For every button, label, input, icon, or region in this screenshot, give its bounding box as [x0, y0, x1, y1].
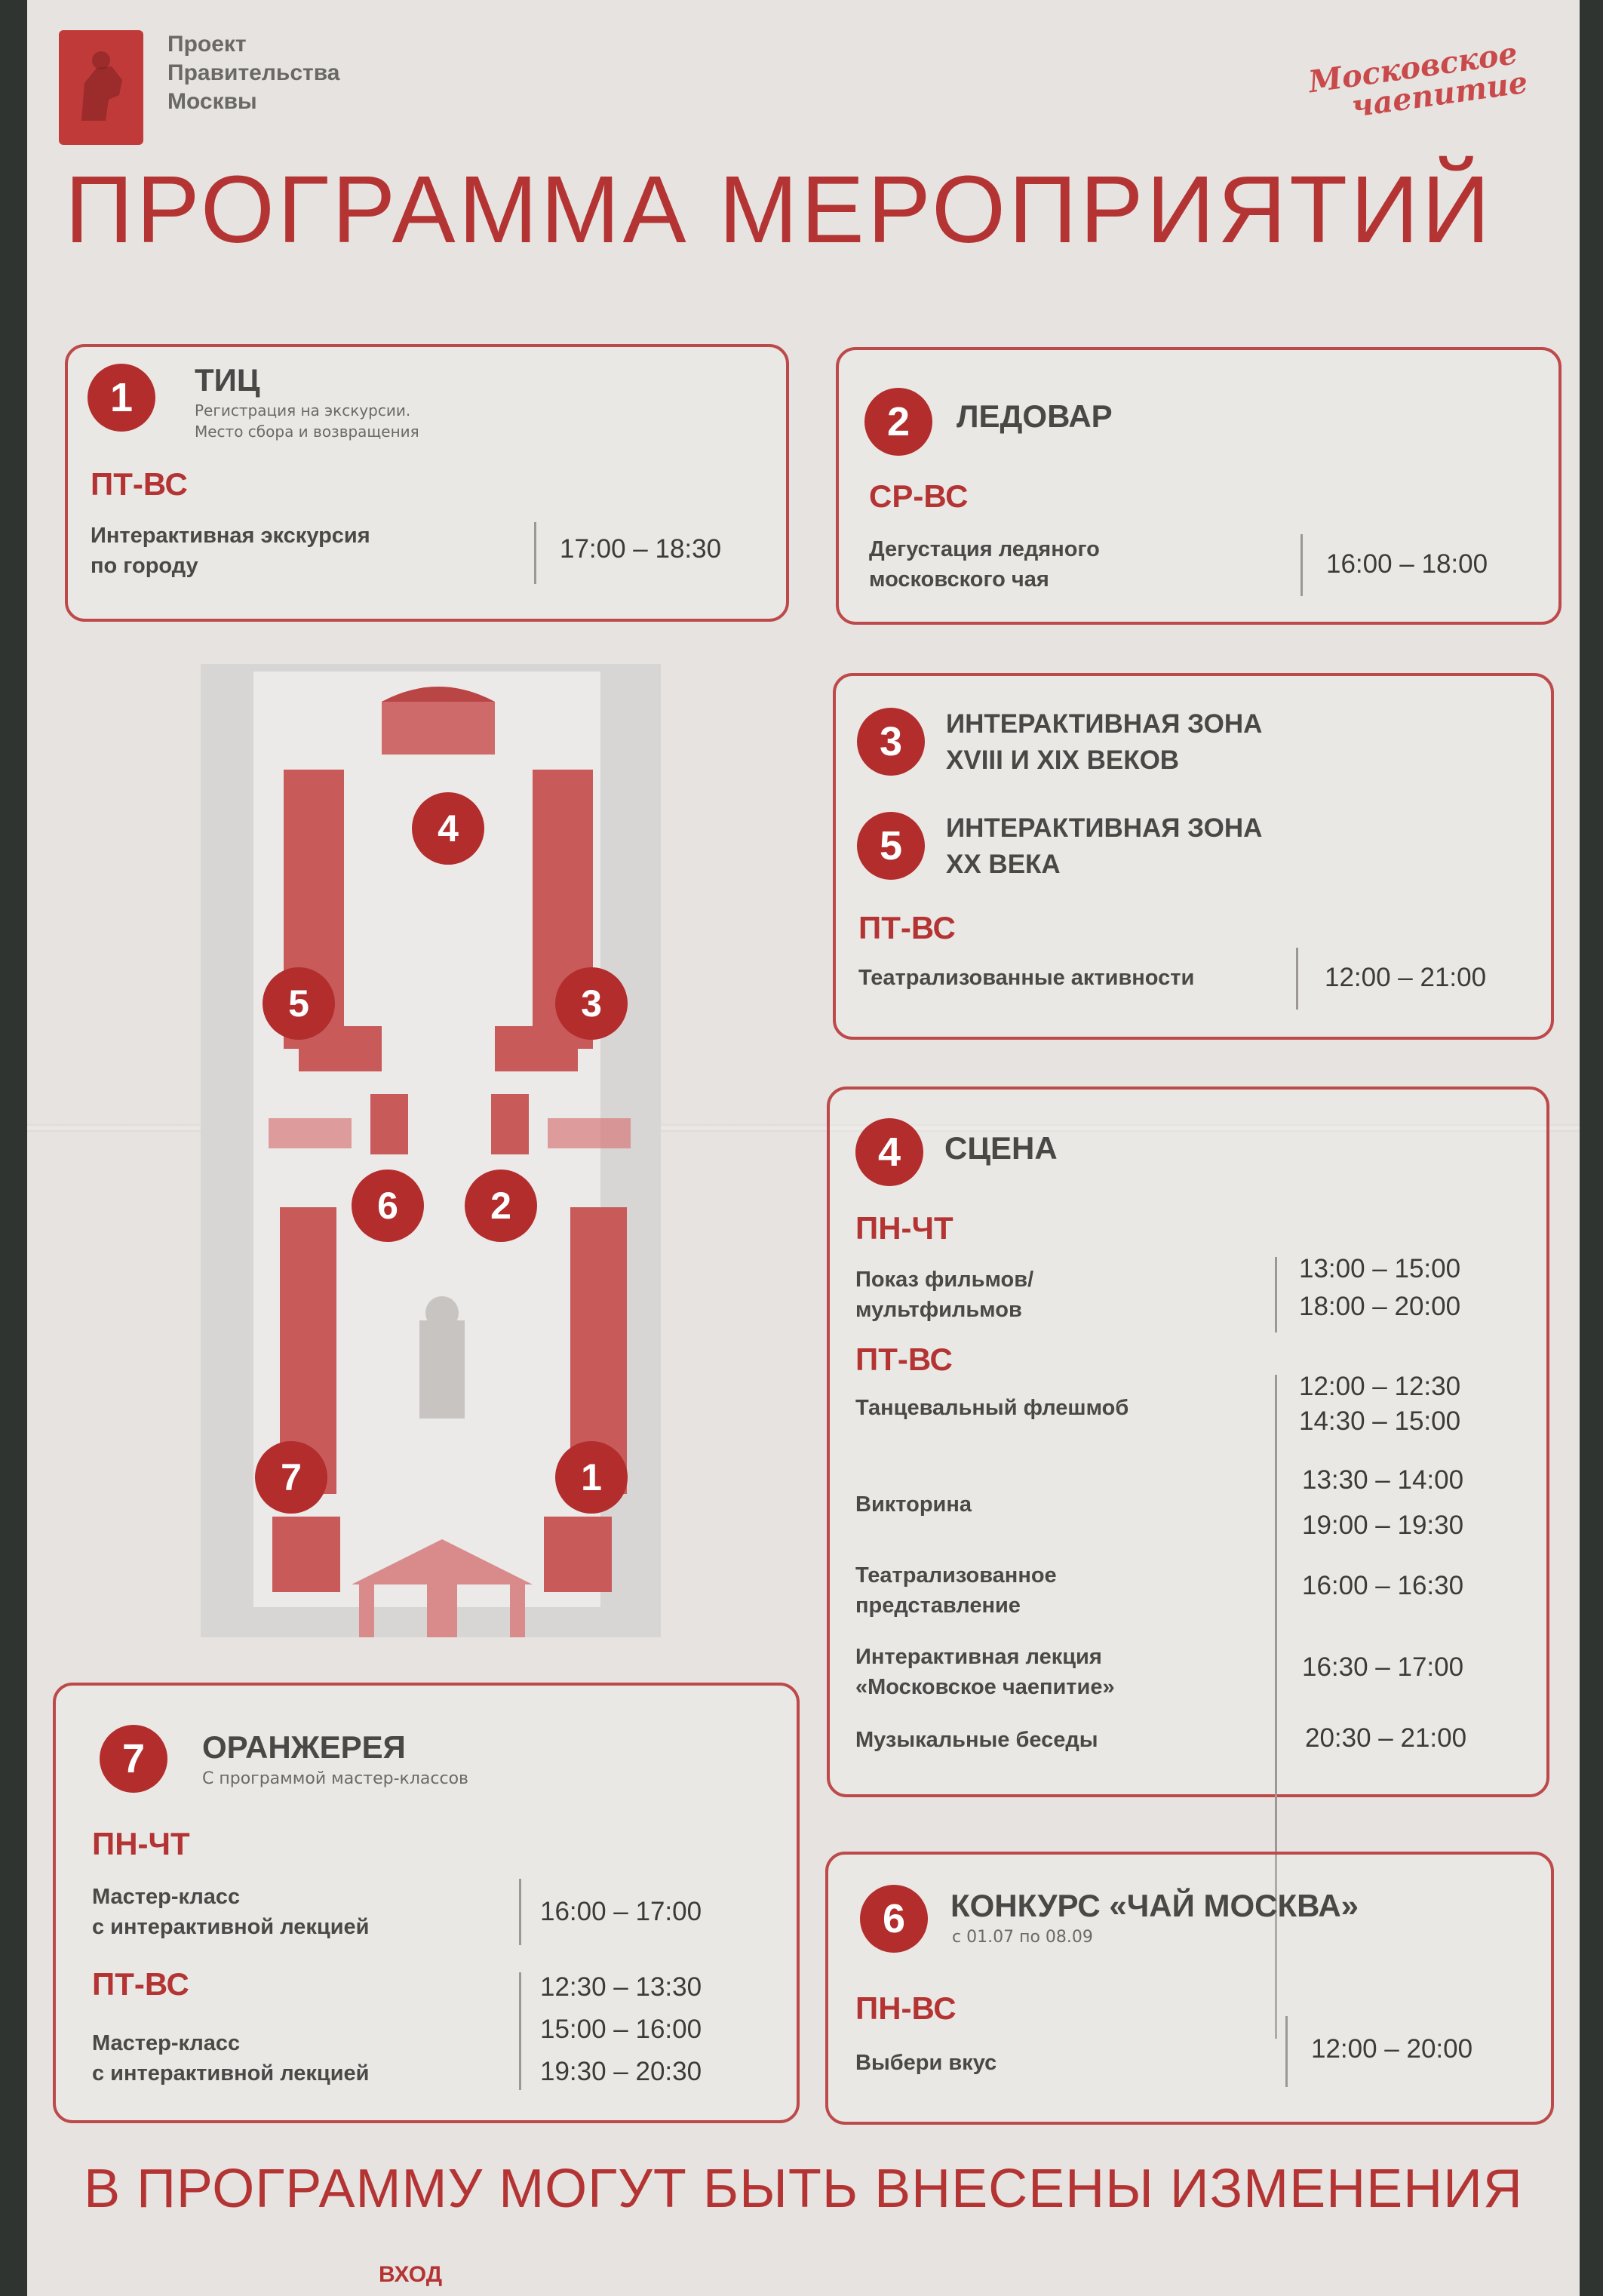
project-line: Правительства [167, 60, 340, 85]
time-slot: 19:00 – 19:30 [1302, 1511, 1464, 1540]
zone-subtitle: Регистрация на экскурсии. [195, 401, 411, 420]
zone-number-badge: 4 [855, 1118, 923, 1186]
time-slot: 15:00 – 16:00 [540, 2015, 702, 2044]
time-slot: 12:00 – 12:30 [1299, 1372, 1461, 1401]
brand-logo: Московское чаепитие [1299, 35, 1531, 129]
day-range: ПТ-ВС [858, 910, 956, 945]
entrance-label: ВХОД [379, 2262, 443, 2287]
map-marker: 1 [555, 1441, 628, 1514]
zone-name: ТИЦ [195, 362, 260, 398]
zone-subtitle: С программой мастер-классов [202, 1769, 468, 1788]
zone-number-badge: 1 [88, 364, 155, 432]
day-range: ПН-ВС [855, 1990, 957, 2026]
time-slot: 12:30 – 13:30 [540, 1972, 702, 2002]
map-marker: 7 [255, 1441, 327, 1514]
zone-number-badge: 7 [100, 1725, 167, 1793]
activity-name: Выбери вкус [855, 2051, 997, 2075]
activity-name: мультфильмов [855, 1298, 1022, 1322]
project-line: Москвы [167, 89, 257, 114]
divider [519, 1972, 521, 2090]
project-caption: Проект Правительства Москвы [167, 30, 439, 116]
activity-name: Мастер-класс [92, 2031, 241, 2055]
map-marker: 4 [412, 792, 484, 865]
zone-number-badge: 2 [864, 388, 932, 456]
zone-1-card: 1 ТИЦ Регистрация на экскурсии. Место сб… [65, 344, 789, 622]
zone-name: XX ВЕКА [946, 850, 1061, 879]
day-range: ПТ-ВС [91, 466, 188, 502]
map-marker: 3 [555, 967, 628, 1040]
page-title: ПРОГРАММА МЕРОПРИЯТИЙ [65, 156, 1494, 263]
activity-name: по городу [91, 554, 198, 578]
zone-4-card: 4 СЦЕНА ПН-ЧТ Показ фильмов/ мультфильмо… [827, 1087, 1549, 2039]
activity-name: с интерактивной лекцией [92, 1915, 370, 1939]
time-slot: 19:30 – 20:30 [540, 2057, 702, 2086]
activity-name: Танцевальный флешмоб [855, 1396, 1129, 1420]
divider [1285, 2016, 1288, 2087]
activity-name: Показ фильмов/ [855, 1268, 1034, 1292]
moscow-coat-of-arms-icon [59, 30, 143, 145]
day-range: ПН-ЧТ [92, 1826, 190, 1861]
zone-3-5-card: 3 ИНТЕРАКТИВНАЯ ЗОНА XVIII И XIX ВЕКОВ 5… [833, 673, 1554, 1040]
divider [1275, 1375, 1277, 2039]
divider [1301, 534, 1303, 596]
activity-name: Интерактивная лекция [855, 1645, 1102, 1669]
activity-name: с интерактивной лекцией [92, 2061, 370, 2085]
time-slot: 14:30 – 15:00 [1299, 1406, 1461, 1436]
time-slot: 20:30 – 21:00 [1305, 1723, 1467, 1753]
zone-name: ОРАНЖЕРЕЯ [202, 1729, 406, 1765]
zone-name: СЦЕНА [944, 1130, 1058, 1166]
activity-name: Интерактивная экскурсия [91, 524, 370, 548]
activity-name: Мастер-класс [92, 1885, 241, 1909]
activity-name: Театрализованные активности [858, 966, 1195, 990]
zone-number-badge: 6 [860, 1885, 928, 1953]
project-line: Проект [167, 32, 247, 57]
activity-name: Викторина [855, 1492, 972, 1517]
divider [1275, 1257, 1277, 1332]
time-slot: 13:00 – 15:00 [1299, 1254, 1461, 1283]
zone-2-card: 2 ЛЕДОВАР СР-ВС Дегустация ледяного моск… [836, 347, 1562, 625]
map-marker: 5 [263, 967, 335, 1040]
footer-notice: В ПРОГРАММУ МОГУТ БЫТЬ ВНЕСЕНЫ ИЗМЕНЕНИЯ [84, 2159, 1523, 2219]
map-marker: 6 [352, 1170, 424, 1242]
zone-number-badge: 5 [857, 812, 925, 880]
map-marker: 2 [465, 1170, 537, 1242]
activity-name: Театрализованное [855, 1563, 1057, 1588]
activity-name: Музыкальные беседы [855, 1728, 1098, 1752]
zone-name: ЛЕДОВАР [957, 398, 1113, 434]
day-range: СР-ВС [869, 478, 969, 514]
zone-name: XVIII И XIX ВЕКОВ [946, 745, 1180, 775]
zone-7-card: 7 ОРАНЖЕРЕЯ С программой мастер-классов … [53, 1683, 800, 2123]
fold-crease [27, 1124, 1580, 1132]
day-range: ПТ-ВС [855, 1342, 953, 1377]
time-slot: 12:00 – 21:00 [1325, 963, 1487, 992]
activity-name: Дегустация ледяного [869, 537, 1100, 561]
activity-name: «Московское чаепитие» [855, 1675, 1115, 1699]
zone-subtitle: с 01.07 по 08.09 [952, 1928, 1093, 1947]
activity-name: московского чая [869, 567, 1049, 592]
time-slot: 16:30 – 17:00 [1302, 1652, 1464, 1682]
divider [519, 1879, 521, 1945]
activity-name: представление [855, 1594, 1021, 1618]
day-range: ПТ-ВС [92, 1966, 189, 2002]
time-slot: 16:00 – 17:00 [540, 1897, 702, 1926]
zone-name: КОНКУРС «ЧАЙ МОСКВА» [950, 1888, 1359, 1923]
divider [1296, 948, 1298, 1010]
time-slot: 16:00 – 16:30 [1302, 1571, 1464, 1600]
time-slot: 18:00 – 20:00 [1299, 1292, 1461, 1321]
venue-map: 4 5 3 6 2 7 1 ВХОД [201, 656, 683, 2287]
time-slot: 13:30 – 14:00 [1302, 1465, 1464, 1495]
zone-6-card: 6 КОНКУРС «ЧАЙ МОСКВА» с 01.07 по 08.09 … [825, 1852, 1554, 2125]
zone-number-badge: 3 [857, 708, 925, 776]
day-range: ПН-ЧТ [855, 1210, 954, 1246]
zone-name: ИНТЕРАКТИВНАЯ ЗОНА [946, 813, 1263, 843]
time-slot: 12:00 – 20:00 [1311, 2034, 1473, 2064]
program-sheet: Проект Правительства Москвы Московское ч… [27, 0, 1580, 2296]
zone-subtitle: Место сбора и возвращения [195, 423, 419, 441]
time-slot: 17:00 – 18:30 [560, 534, 722, 564]
divider [534, 522, 536, 584]
time-slot: 16:00 – 18:00 [1326, 549, 1488, 579]
zone-name: ИНТЕРАКТИВНАЯ ЗОНА [946, 709, 1263, 739]
